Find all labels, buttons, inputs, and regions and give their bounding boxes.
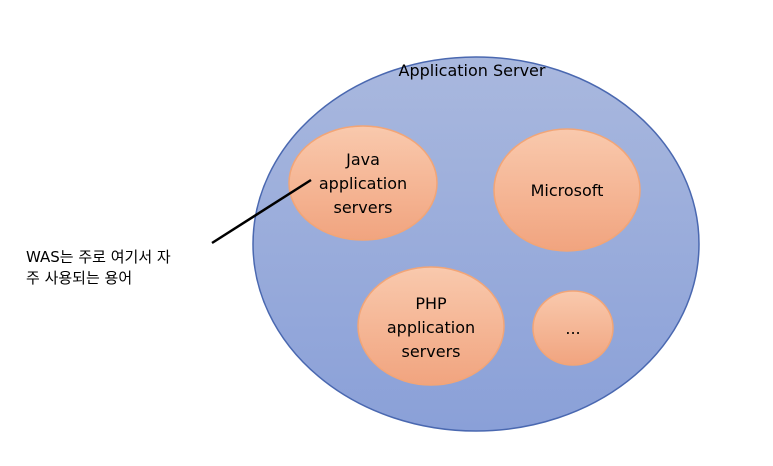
annotation-connector-line: [211, 178, 312, 245]
php-node-ellipse: [357, 266, 505, 386]
php-node-label-line-2: application: [387, 318, 475, 337]
php-node-label-line-3: servers: [402, 342, 461, 361]
annotation-line-2: 주 사용되는 용어: [26, 269, 132, 287]
java-node-label-line-1: Java: [345, 150, 380, 169]
microsoft-node: Microsoft: [493, 128, 641, 252]
more-node-ellipse: [532, 290, 614, 366]
php-node: PHP application servers: [357, 266, 505, 386]
more-node: ...: [532, 290, 614, 366]
php-node-label-line-1: PHP: [415, 294, 447, 313]
application-server-group: Application Server: [252, 56, 700, 432]
java-node: Java application servers: [288, 125, 438, 241]
annotation: WAS는 주로 여기서 자 주 사용되는 용어: [26, 248, 171, 287]
microsoft-node-label: Microsoft: [531, 181, 604, 200]
microsoft-node-ellipse: [493, 128, 641, 252]
java-node-ellipse: [288, 125, 438, 241]
annotation-line-1: WAS는 주로 여기서 자: [26, 248, 171, 266]
application-server-ellipse: [252, 56, 700, 432]
java-node-label-line-3: servers: [334, 198, 393, 217]
more-node-label: ...: [565, 319, 580, 338]
application-server-label: Application Server: [399, 61, 546, 80]
java-node-label-line-2: application: [319, 174, 407, 193]
